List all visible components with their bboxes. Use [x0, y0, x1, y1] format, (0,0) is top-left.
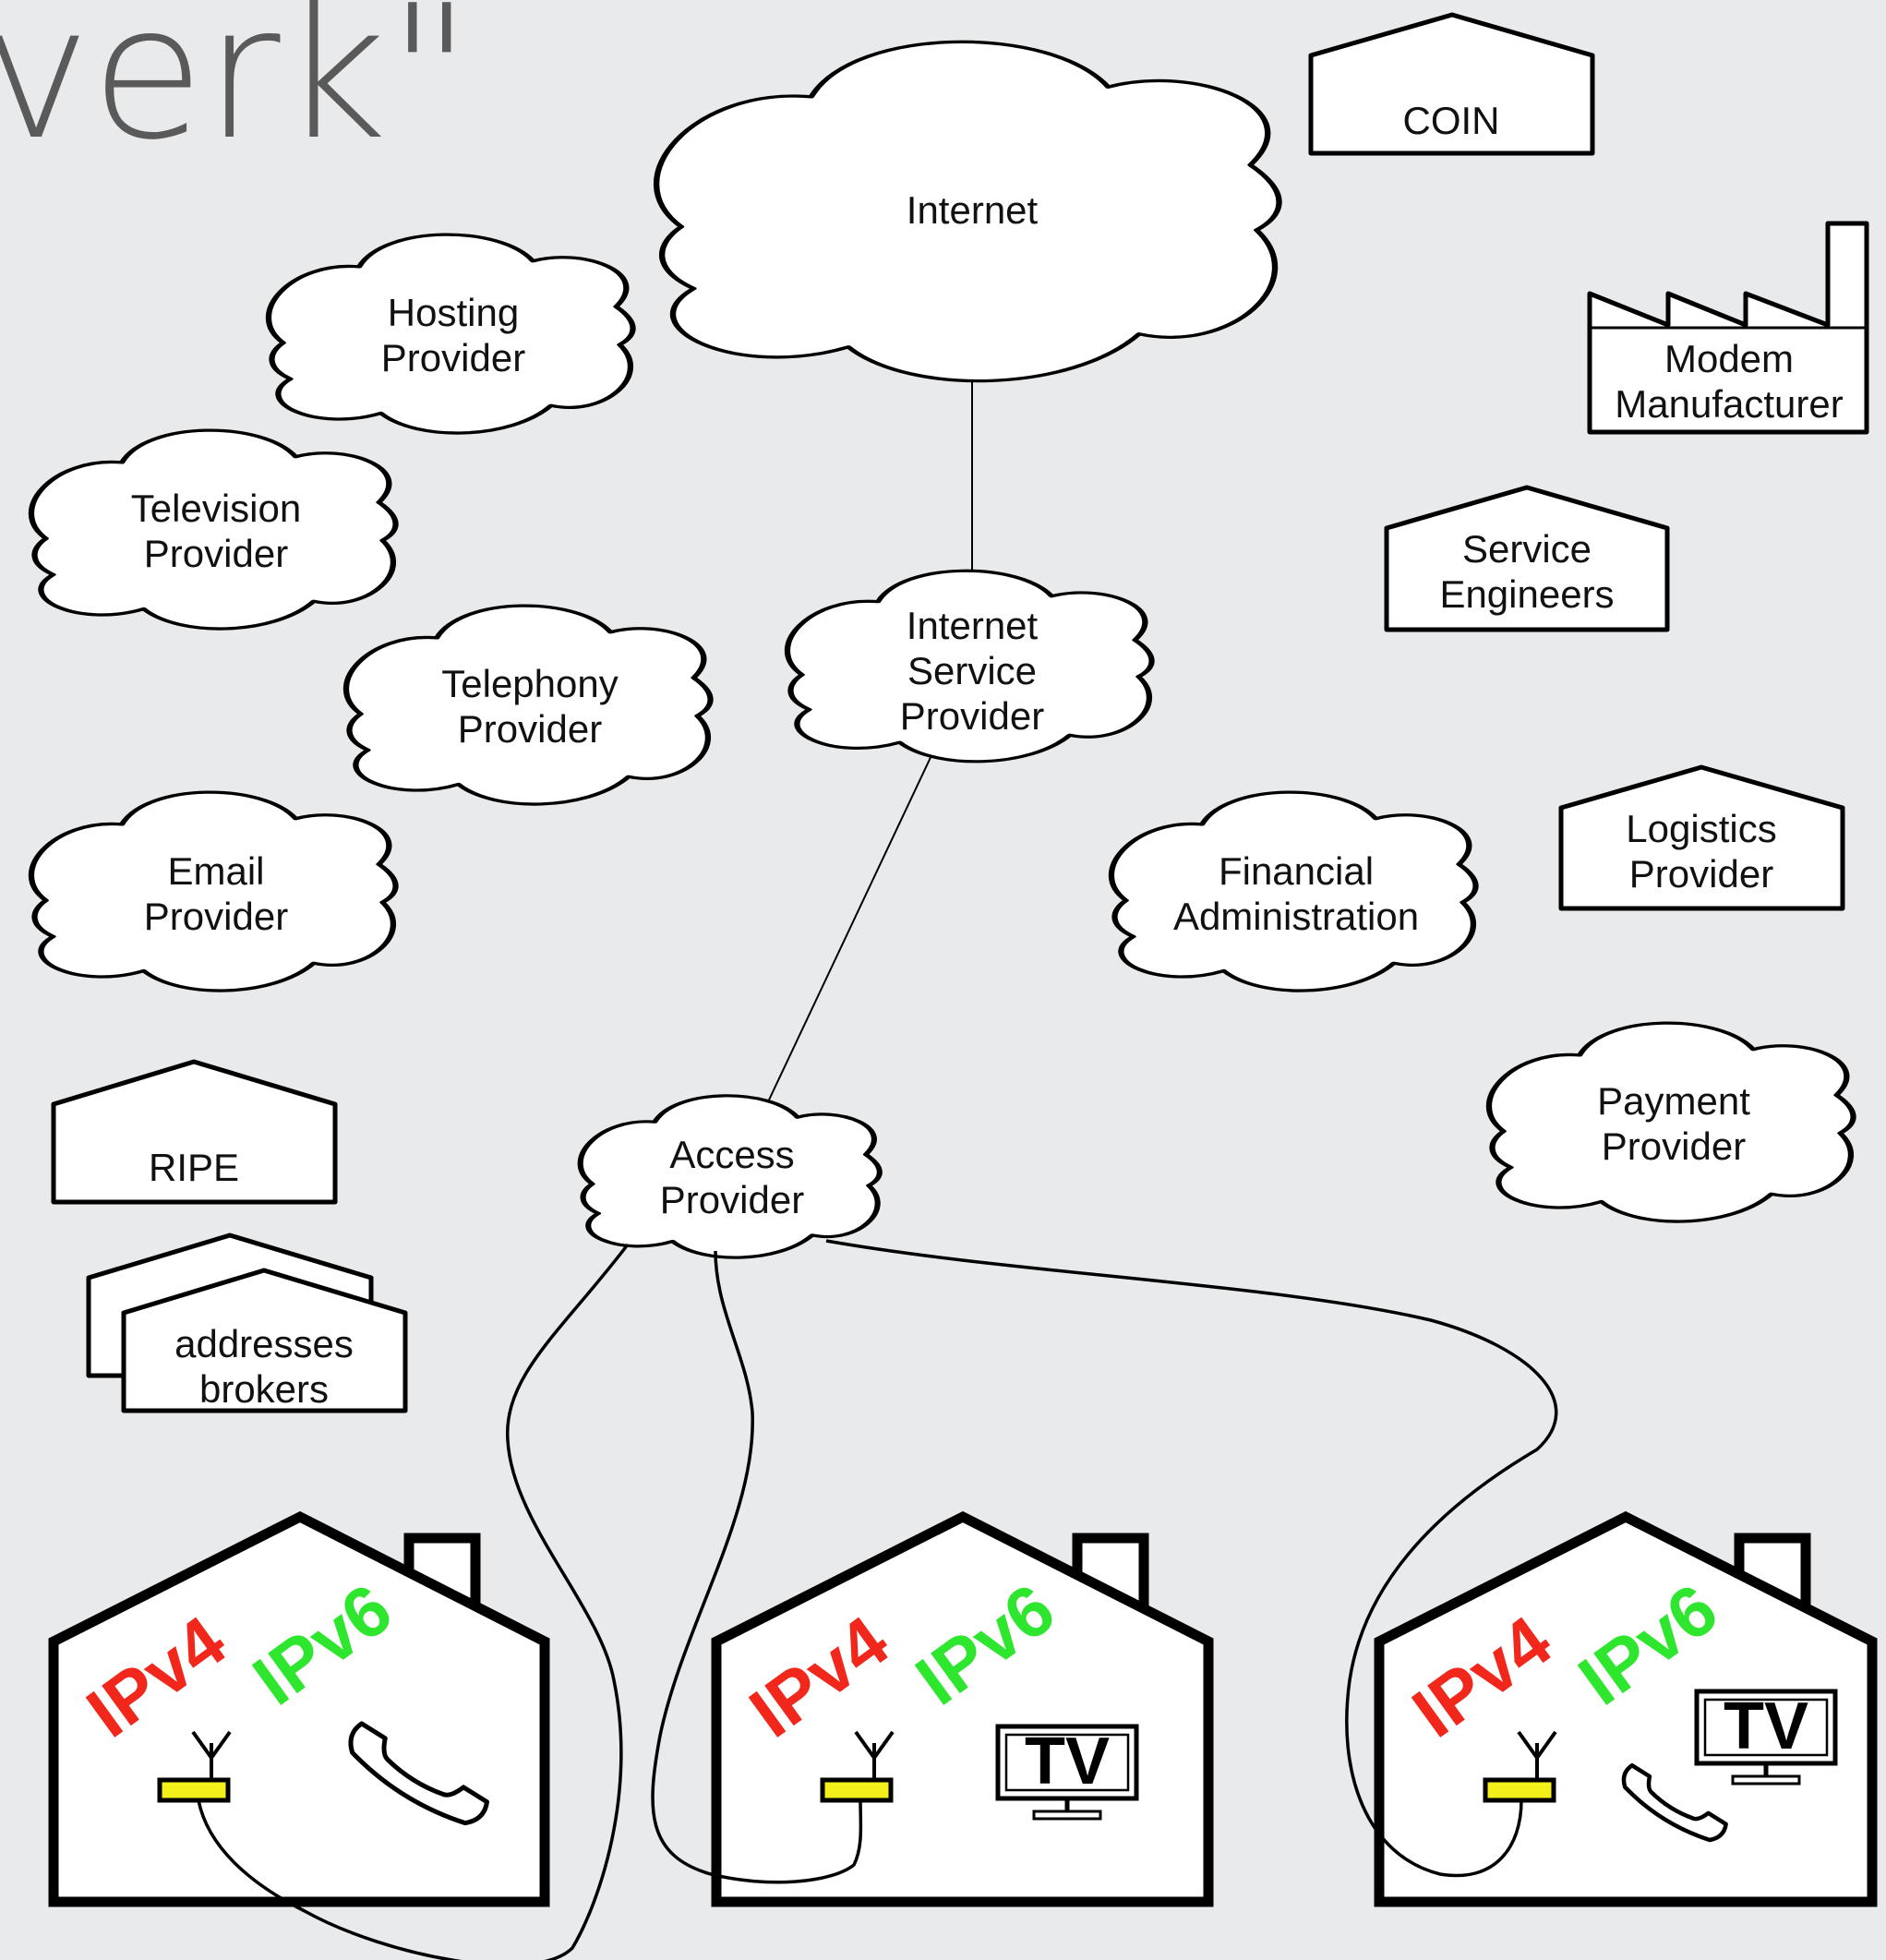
- svg-text:Telephony: Telephony: [441, 662, 618, 705]
- svg-text:COIN: COIN: [1403, 99, 1500, 142]
- cable-house-1: [197, 1243, 630, 1960]
- tv-icon: TV: [995, 1724, 1139, 1821]
- tv-icon: TV: [1694, 1689, 1838, 1786]
- svg-text:Manufacturer: Manufacturer: [1615, 382, 1843, 426]
- svg-text:Television: Television: [131, 487, 301, 530]
- logistics-provider-building: Logistics Provider: [1558, 764, 1845, 911]
- telephony-provider-cloud: Telephony Provider: [346, 606, 711, 804]
- ripe-building: RIPE: [51, 1059, 338, 1205]
- svg-text:TV: TV: [1724, 1689, 1808, 1763]
- modem-manufacturer-factory: Modem Manufacturer: [1587, 221, 1869, 435]
- svg-text:Logistics: Logistics: [1626, 807, 1776, 850]
- svg-text:RIPE: RIPE: [149, 1146, 239, 1189]
- house-2: IPv4 IPv6 TV: [711, 1510, 1214, 1907]
- svg-text:Provider: Provider: [900, 694, 1044, 738]
- svg-text:Service: Service: [907, 649, 1037, 692]
- svg-text:Provider: Provider: [144, 895, 288, 938]
- svg-text:Service: Service: [1462, 527, 1592, 571]
- svg-text:Provider: Provider: [1629, 852, 1773, 896]
- svg-text:Provider: Provider: [660, 1178, 804, 1221]
- svg-text:Financial: Financial: [1219, 849, 1374, 893]
- modem-icon: [157, 1730, 232, 1803]
- svg-text:Payment: Payment: [1597, 1079, 1750, 1123]
- svg-text:Email: Email: [167, 849, 264, 893]
- cable-house-3: [825, 1239, 1558, 1878]
- internet-service-provider-cloud: Internet Service Provider: [787, 571, 1152, 762]
- email-provider-cloud: Email Provider: [31, 792, 396, 991]
- slide-title-fragment: verk": [0, 0, 472, 181]
- svg-text:Internet: Internet: [907, 188, 1039, 232]
- svg-text:Internet: Internet: [907, 604, 1039, 647]
- financial-administration-cloud: Financial Administration: [1111, 792, 1476, 991]
- service-engineers-building: Service Engineers: [1384, 485, 1670, 632]
- cable-house-2: [651, 1250, 863, 1884]
- svg-text:Administration: Administration: [1173, 895, 1419, 938]
- svg-text:TV: TV: [1025, 1725, 1110, 1798]
- modem-icon: [820, 1730, 895, 1803]
- payment-provider-cloud: Payment Provider: [1489, 1023, 1854, 1221]
- svg-text:Hosting: Hosting: [388, 291, 519, 334]
- svg-text:Engineers: Engineers: [1439, 572, 1614, 616]
- access-provider-cloud: Access Provider: [581, 1096, 880, 1257]
- house-3: IPv4 IPv6 TV: [1374, 1510, 1878, 1907]
- coin-building: COIN: [1308, 12, 1595, 156]
- television-provider-cloud: Television Provider: [31, 430, 396, 629]
- link-isp-access: [763, 749, 935, 1111]
- svg-text:Provider: Provider: [381, 336, 525, 379]
- house-1: IPv4 IPv6: [48, 1510, 550, 1907]
- svg-text:Provider: Provider: [458, 707, 602, 751]
- svg-text:Provider: Provider: [1602, 1124, 1746, 1168]
- svg-text:addresses: addresses: [174, 1322, 354, 1365]
- phone-icon: [1621, 1762, 1728, 1843]
- address-brokers-buildings: addresses brokers: [86, 1233, 408, 1413]
- phone-icon: [348, 1721, 490, 1826]
- svg-text:Modem: Modem: [1664, 337, 1794, 380]
- svg-text:Access: Access: [669, 1133, 794, 1176]
- hosting-provider-cloud: Hosting Provider: [269, 234, 633, 433]
- svg-text:Provider: Provider: [144, 532, 288, 575]
- internet-cloud: Internet: [656, 42, 1279, 380]
- modem-icon: [1483, 1730, 1557, 1803]
- svg-text:brokers: brokers: [199, 1367, 329, 1411]
